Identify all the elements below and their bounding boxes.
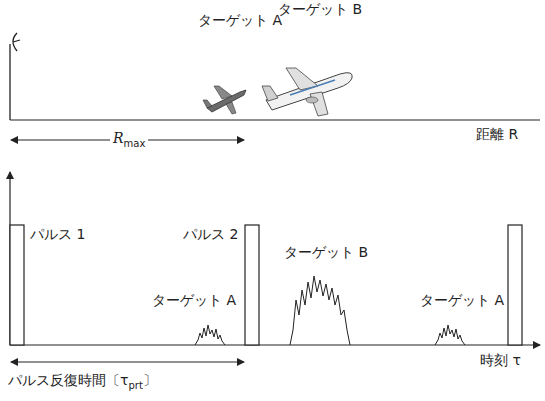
range-label: R [113, 130, 124, 147]
aircraft-a [203, 86, 246, 114]
target-label: ターゲット A [420, 292, 504, 309]
time-label: パルス反復時間〔τprt〕 [8, 372, 157, 389]
pulse-label: パルス 1 [30, 226, 85, 243]
time-label: prt [128, 380, 142, 392]
axis-label: 時刻 τ [480, 352, 521, 369]
axis-label: 距離 R [476, 126, 518, 143]
aircraft-b [262, 68, 352, 116]
prt-arrow [11, 362, 244, 363]
target-label: ターゲット A [152, 292, 236, 309]
pulse-label: パルス 2 [183, 226, 238, 243]
range-label: Rmax [110, 130, 148, 147]
pulse-label: パルス 1 [30, 226, 85, 243]
axis-label: 時刻 τ [480, 352, 521, 369]
target-label: ターゲット A [198, 12, 282, 29]
target-label: ターゲット A [420, 292, 504, 309]
target-label: ターゲット B [284, 244, 368, 261]
time-axis [10, 344, 540, 345]
target-label: ターゲット B [284, 244, 368, 261]
radar-antenna [10, 33, 20, 120]
target-label: ターゲット A [198, 12, 282, 29]
range-axis [10, 119, 540, 120]
target-label: ターゲット A [152, 292, 236, 309]
time-label: 〕 [143, 372, 157, 389]
echoes [195, 276, 465, 345]
pulse-label: パルス 2 [183, 226, 238, 243]
time-label: パルス反復時間〔τ [8, 372, 128, 389]
target-label: ターゲット B [278, 1, 362, 18]
pulses [10, 225, 522, 345]
target-label: ターゲット B [278, 1, 362, 18]
range-label: max [124, 138, 146, 150]
axis-label: 距離 R [476, 126, 518, 143]
